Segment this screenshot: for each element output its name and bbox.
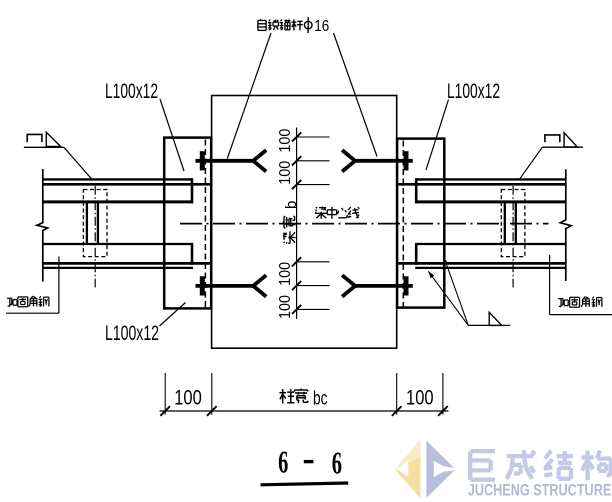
svg-text:100: 100 [277,129,294,153]
svg-text:6: 6 [278,444,288,480]
svg-text:JUCHENG STRUCTURE: JUCHENG STRUCTURE [468,481,612,499]
svg-text:L100x12: L100x12 [105,322,159,345]
svg-text:100: 100 [277,161,294,185]
svg-text:L100x12: L100x12 [447,80,500,103]
svg-text:100: 100 [277,262,294,286]
svg-text:100: 100 [406,385,434,409]
svg-text:100: 100 [174,385,202,409]
svg-text:bc: bc [313,388,328,409]
svg-text:6: 6 [332,445,342,481]
svg-text:16: 16 [314,18,329,35]
svg-text:b: b [283,201,300,209]
svg-text:100: 100 [277,295,294,319]
svg-text:L100x12: L100x12 [105,80,158,103]
